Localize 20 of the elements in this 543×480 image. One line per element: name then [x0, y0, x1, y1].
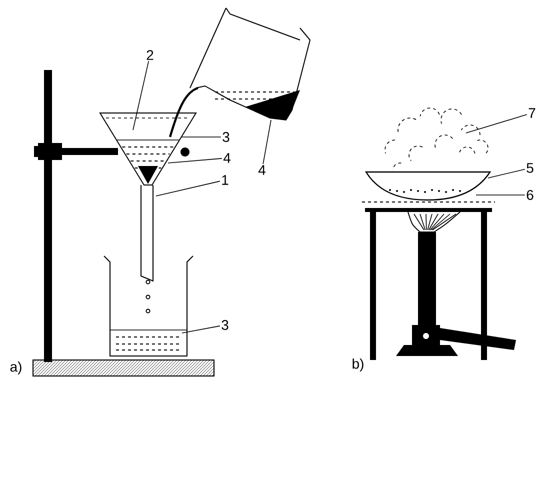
callout-number: 6 — [526, 190, 534, 200]
callout-number: 3 — [222, 320, 228, 330]
leader-line — [476, 194, 526, 196]
panel-label: a) — [10, 361, 22, 375]
callout-number: 4 — [223, 153, 230, 163]
leader-line — [262, 120, 272, 164]
leader-line — [180, 136, 222, 138]
callout-number: 7 — [528, 108, 536, 118]
callout-number: 1 — [222, 175, 228, 185]
leader-line — [466, 114, 528, 134]
leader-line — [488, 168, 526, 178]
callout-number: 5 — [526, 163, 534, 173]
leader-line — [182, 326, 220, 334]
callout-number: 3 — [222, 132, 230, 142]
leader-line — [156, 180, 220, 196]
callout-number: 4 — [258, 165, 266, 175]
leader-line — [132, 60, 150, 130]
leader-line — [168, 158, 222, 164]
panel-label: b) — [352, 358, 364, 372]
callout-number: 2 — [146, 50, 154, 60]
